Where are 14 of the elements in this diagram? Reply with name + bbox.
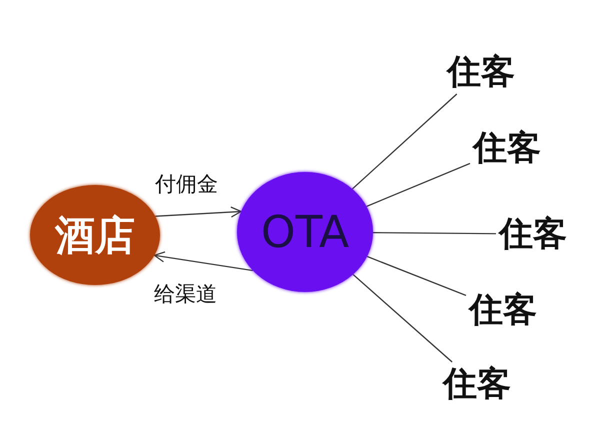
node-label: 住客: [440, 362, 514, 406]
connector-line: [352, 274, 452, 362]
connector-line: [366, 256, 466, 296]
node-label: 住客: [470, 126, 544, 170]
ellipse-node: OTA: [237, 172, 373, 292]
arrow: [155, 206, 242, 218]
ellipse-node: 酒店: [30, 185, 160, 285]
connector-line: [366, 162, 470, 207]
arrow: [154, 251, 253, 272]
node-label: 住客: [466, 288, 540, 332]
connector-line: [372, 232, 496, 234]
connector-line: [352, 94, 458, 190]
node-label: 住客: [496, 212, 570, 256]
node-label: 住客: [444, 50, 518, 94]
